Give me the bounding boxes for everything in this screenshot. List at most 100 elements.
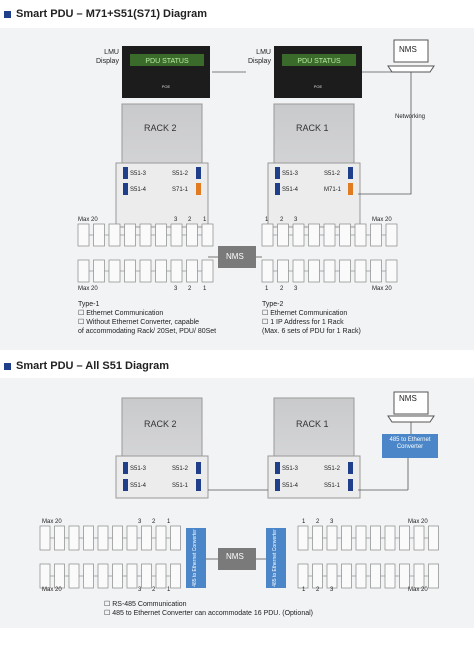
nms-label: NMS [399, 45, 417, 54]
pdu-number: Max 20 [372, 286, 392, 292]
pdu-unit [201, 223, 214, 247]
pdu-unit [385, 223, 398, 247]
pdu-unit [312, 525, 323, 551]
rack1-pdu-label: S51-2 [324, 466, 341, 472]
pdu-unit [413, 563, 425, 589]
pdu-number: 1 [265, 286, 269, 292]
vertical-converter-text: 485 to Ethernet Converter [272, 529, 278, 587]
rack2-label: RACK 2 [144, 419, 177, 429]
pdu-unit [108, 223, 121, 247]
pdu-unit [277, 259, 289, 283]
type1-title: Type-1 [78, 301, 100, 308]
pdu-unit [399, 525, 410, 551]
pdu-unit [201, 259, 214, 283]
pdu-unit [339, 223, 351, 247]
pdu-number: 2 [316, 587, 320, 593]
pdu-number: 3 [174, 286, 178, 292]
lmu-screen-text: PDU STATUS [145, 58, 189, 65]
pdu-unit [124, 223, 136, 247]
pdu-unit [355, 563, 367, 589]
pdu-unit [341, 525, 352, 551]
pdu-unit [312, 563, 323, 589]
center-nms-box [218, 246, 256, 268]
pdu-unit [384, 563, 396, 589]
rack1 [267, 397, 361, 499]
rack2-pdu-label: S51-3 [130, 466, 147, 472]
rack1-pdu-label: S51-3 [282, 466, 299, 472]
pdu-unit [326, 563, 338, 589]
pdu-unit [155, 259, 167, 283]
lmu-display-left: PDU STATUS POE [122, 46, 210, 98]
center-nms-box [218, 548, 256, 570]
rack1 [267, 103, 361, 228]
pdu-unit [261, 223, 274, 247]
pdu-unit [83, 525, 94, 551]
pdu-unit [385, 259, 398, 283]
pdu-number: Max 20 [78, 217, 98, 223]
pdu-number: 1 [302, 587, 306, 593]
pdu-unit [170, 563, 181, 589]
pdu-unit [97, 563, 109, 589]
rack1-label: RACK 1 [296, 419, 329, 429]
section1-diagram: PDU STATUS POE PDU STATUS POE [77, 39, 435, 283]
converter-box [382, 434, 438, 458]
pdu-strips [77, 223, 398, 283]
lmu-brand-text: POE [314, 84, 323, 89]
section1-header: Smart PDU – M71+S51(S71) Diagram [4, 8, 207, 20]
rack2 [115, 397, 209, 499]
pdu-unit [297, 563, 309, 589]
pdu-unit [261, 259, 274, 283]
pdu-unit [354, 223, 367, 247]
type2-block: Type-2 ☐ Ethernet Communication ☐ 1 IP A… [262, 301, 361, 335]
pdu-unit [308, 223, 320, 247]
pdu-unit [370, 525, 381, 551]
pdu-number: Max 20 [408, 519, 428, 525]
rack2-label: RACK 2 [144, 123, 177, 133]
rack2-pdu-label: S51-2 [172, 466, 189, 472]
pdu-number: 3 [138, 587, 142, 593]
section1-panel [0, 28, 474, 350]
pdu-unit [112, 525, 123, 551]
center-nms-label: NMS [226, 252, 244, 261]
section2-notes: ☐ RS-485 Communication ☐ 485 to Ethernet… [104, 601, 313, 617]
section2-diagram: 485 to Ethernet Converter 485 to Etherne… [39, 391, 439, 589]
pdu-number: 1 [167, 519, 171, 525]
pdu-number: 3 [294, 217, 298, 223]
pdu-number: 1 [203, 217, 207, 223]
pdu-unit [326, 525, 338, 551]
pdu-unit [155, 563, 167, 589]
pdu-unit [112, 563, 123, 589]
rack2-pdu-label: S51-4 [130, 483, 147, 489]
pdu-number: 2 [152, 587, 156, 593]
rack1-pdu-label: S51-4 [282, 483, 299, 489]
pdu-unit [39, 525, 51, 551]
pdu-number: Max 20 [372, 217, 392, 223]
vertical-converter-right [266, 528, 286, 588]
pdu-unit [155, 223, 167, 247]
section2-title: Smart PDU – All S51 Diagram [16, 360, 170, 372]
bullet-square-icon [4, 10, 11, 18]
pdu-number: 1 [265, 217, 269, 223]
pdu-number: 3 [294, 286, 298, 292]
pdu-number: 3 [330, 587, 334, 593]
bullet-square-icon [4, 362, 11, 370]
pdu-unit [141, 563, 152, 589]
pdu-unit [139, 259, 152, 283]
pdu-unit [370, 259, 382, 283]
pdu-unit [126, 563, 138, 589]
type2-title: Type-2 [262, 301, 284, 308]
vertical-converter-text: 485 to Ethernet Converter [192, 529, 198, 587]
pdu-unit [323, 223, 336, 247]
rack1-pdu-label: S51-1 [324, 483, 341, 489]
pdu-number: 3 [330, 519, 334, 525]
pdu-number: 2 [152, 519, 156, 525]
center-nms-label: NMS [226, 552, 244, 561]
pdu-unit [124, 259, 136, 283]
section1-title: Smart PDU – M71+S51(S71) Diagram [16, 8, 208, 20]
rack1-label: RACK 1 [296, 123, 329, 133]
pdu-unit [428, 525, 439, 551]
pdu-number: Max 20 [408, 587, 428, 593]
pdu-unit [139, 223, 152, 247]
